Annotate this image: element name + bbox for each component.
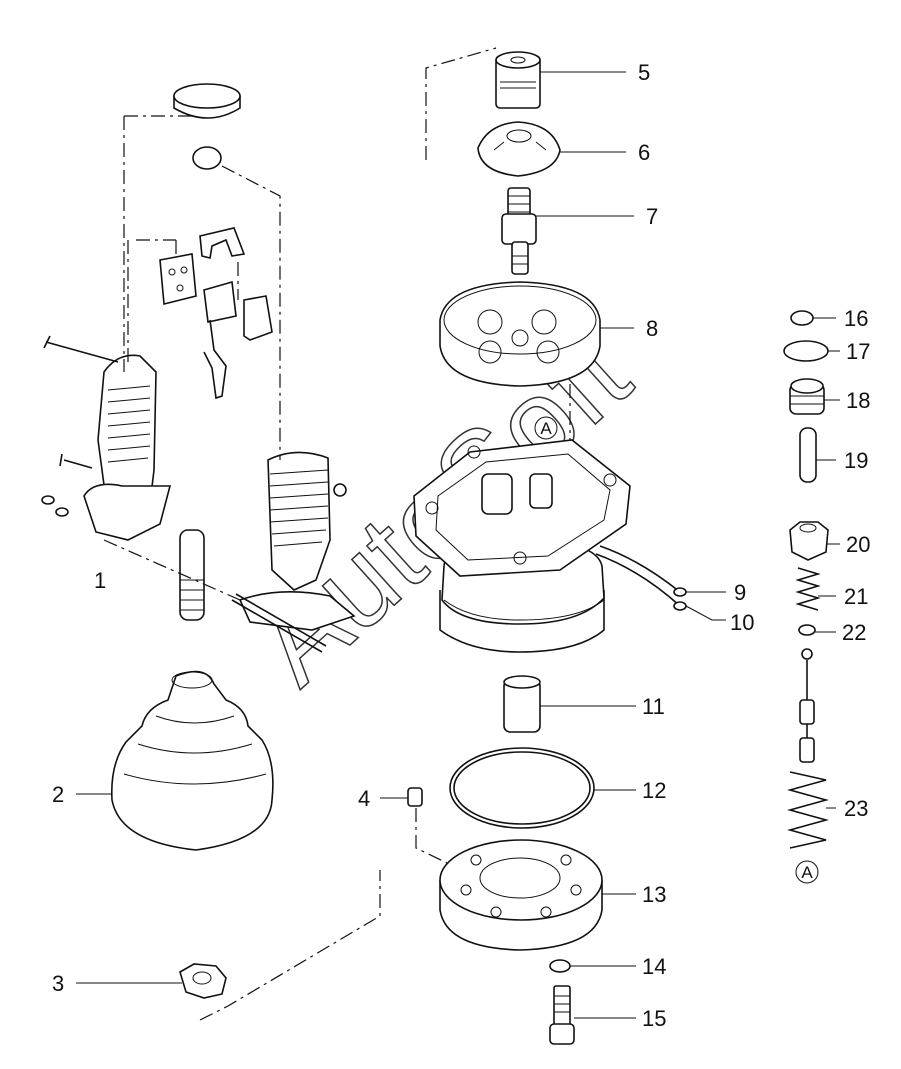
callout-3: 3 [52, 971, 64, 996]
part-bushing [503, 675, 541, 733]
part-pin-19 [799, 427, 817, 483]
part-switch-plate [159, 253, 197, 306]
callout-9: 9 [734, 580, 746, 605]
assembly-line [127, 239, 177, 364]
part-bracket-small [243, 295, 273, 341]
part-pin-long [231, 593, 327, 653]
callout-5: 5 [638, 60, 650, 85]
part-nut-small [333, 483, 347, 497]
part-nut-20 [789, 521, 829, 561]
part-washer-22 [798, 624, 816, 636]
assembly-line [199, 870, 381, 1021]
reference-mark-a-upper: A [534, 416, 558, 440]
callout-8: 8 [646, 316, 658, 341]
callout-20: 20 [846, 532, 870, 557]
part-washers [41, 495, 69, 517]
part-pin-small [407, 787, 423, 807]
callout-2: 2 [52, 782, 64, 807]
callout-6: 6 [638, 140, 650, 165]
callout-7: 7 [646, 204, 658, 229]
callout-19: 19 [844, 448, 868, 473]
callout-22: 22 [842, 620, 866, 645]
part-spring-21 [795, 567, 821, 611]
callout-18: 18 [846, 388, 870, 413]
part-coupling [495, 51, 541, 109]
callout-21: 21 [844, 584, 868, 609]
part-joint-shaft [501, 187, 537, 275]
callout-23: 23 [844, 796, 868, 821]
callout-14: 14 [642, 954, 666, 979]
part-trigger-switch [203, 280, 237, 400]
callout-13: 13 [642, 882, 666, 907]
part-dust-boot [110, 670, 274, 851]
assembly-line [425, 47, 497, 160]
reference-mark-a-lower: A [795, 860, 819, 884]
part-plug-18 [789, 378, 825, 415]
callout-15: 15 [642, 1006, 666, 1031]
part-knob-cap [173, 83, 241, 119]
svg-text:A: A [801, 863, 813, 882]
part-clip [199, 227, 246, 259]
part-spool-23 [799, 648, 815, 763]
part-ball [192, 146, 222, 170]
part-shaft-pin [179, 529, 205, 621]
part-washer-14 [549, 959, 571, 973]
part-plate-ring [439, 281, 601, 387]
assembly-line [103, 539, 241, 601]
part-screw-small [59, 453, 93, 469]
part-nut-16 [790, 310, 814, 326]
callout-10: 10 [730, 610, 754, 635]
part-screw-long [43, 335, 119, 363]
callout-17: 17 [846, 339, 870, 364]
part-valve-body [413, 439, 687, 653]
part-grip-left-half [83, 354, 172, 541]
part-hex-nut [179, 963, 227, 999]
part-o-ring-large [449, 747, 595, 829]
callout-16: 16 [844, 306, 868, 331]
part-disc-plate [477, 121, 561, 177]
leader-line-10 [685, 605, 726, 621]
part-flange-plate [439, 839, 603, 951]
callout-11: 11 [642, 694, 665, 719]
part-spring-23 [787, 771, 829, 849]
svg-text:A: A [540, 419, 552, 438]
assembly-line [123, 115, 281, 460]
callout-4: 4 [358, 786, 370, 811]
callout-12: 12 [642, 778, 666, 803]
part-o-ring-17 [783, 340, 829, 362]
part-bolt-15 [549, 985, 575, 1045]
callout-1: 1 [94, 568, 106, 593]
